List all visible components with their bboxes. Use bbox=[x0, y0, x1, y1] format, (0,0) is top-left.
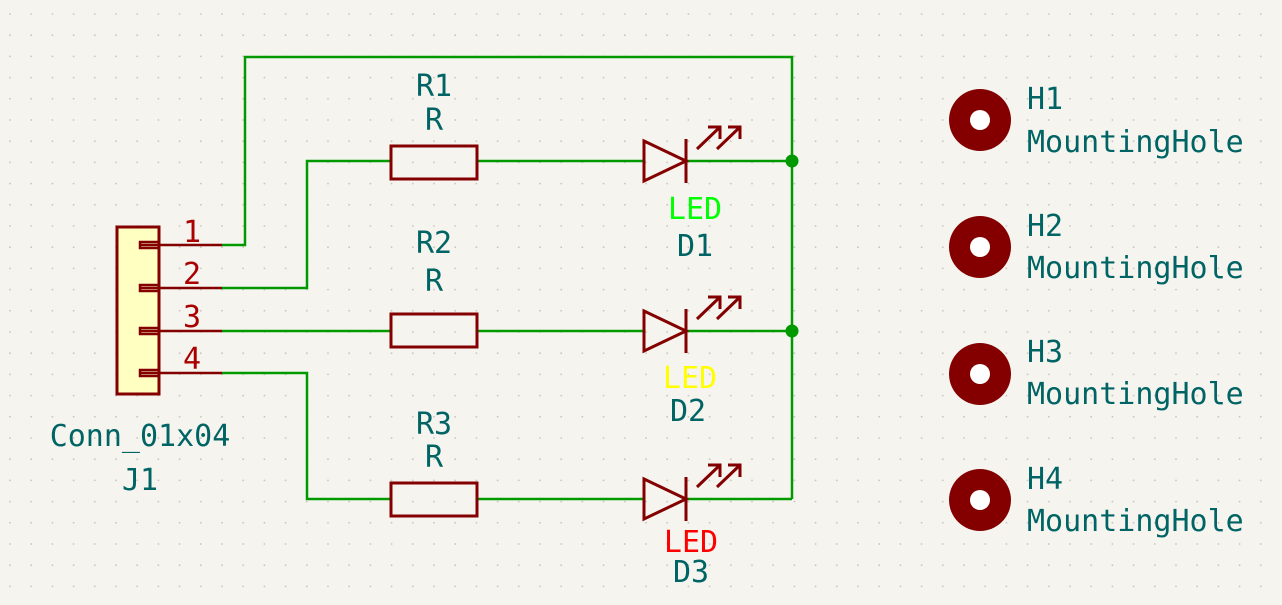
led-value: LED bbox=[664, 525, 718, 560]
resistor-body bbox=[389, 312, 479, 349]
resistor-value: R bbox=[425, 264, 444, 299]
hole-value: MountingHole bbox=[1027, 377, 1244, 412]
mounting-hole-h3[interactable]: H3 MountingHole bbox=[949, 335, 1244, 412]
led-ref: D1 bbox=[677, 229, 713, 264]
junction-dot[interactable] bbox=[785, 154, 799, 168]
connector-ref: J1 bbox=[122, 463, 158, 498]
resistor-ref: R2 bbox=[416, 226, 452, 261]
led-symbol bbox=[642, 463, 742, 522]
connector-body bbox=[115, 225, 161, 396]
hole-center bbox=[970, 364, 990, 384]
resistor-r3[interactable]: R3 R bbox=[389, 407, 479, 518]
hole-value: MountingHole bbox=[1027, 125, 1244, 160]
connector-j1[interactable]: 1 2 3 4 Conn_01x04 J1 bbox=[50, 215, 231, 498]
hole-ref: H1 bbox=[1027, 82, 1063, 117]
led-ref: D2 bbox=[670, 394, 706, 429]
resistor-value: R bbox=[425, 440, 444, 475]
resistor-r1[interactable]: R1 R bbox=[389, 69, 479, 181]
resistor-body bbox=[389, 144, 479, 181]
connector-value: Conn_01x04 bbox=[50, 419, 231, 454]
resistor-ref: R1 bbox=[416, 69, 452, 104]
led-d2[interactable]: LED D2 bbox=[642, 295, 742, 429]
mounting-hole-h1[interactable]: H1 MountingHole bbox=[949, 82, 1244, 160]
hole-ref: H2 bbox=[1027, 209, 1063, 244]
hole-center bbox=[970, 110, 990, 130]
pin-number-1: 1 bbox=[183, 215, 201, 250]
led-symbol bbox=[642, 295, 742, 354]
wire-pin1-rail[interactable] bbox=[222, 55, 794, 499]
led-d3[interactable]: LED D3 bbox=[642, 463, 742, 590]
led-value: LED bbox=[668, 192, 722, 227]
pin-number-2: 2 bbox=[183, 257, 201, 292]
hole-value: MountingHole bbox=[1027, 504, 1244, 539]
mounting-hole-h4[interactable]: H4 MountingHole bbox=[949, 462, 1244, 539]
connector-pins bbox=[138, 240, 222, 378]
pin-number-3: 3 bbox=[183, 300, 201, 335]
wire-pin4-r3[interactable] bbox=[222, 371, 391, 501]
junction-dot[interactable] bbox=[785, 324, 799, 338]
hole-center bbox=[970, 490, 990, 510]
wires bbox=[222, 55, 794, 501]
resistor-r2[interactable]: R2 R bbox=[389, 226, 479, 349]
wire-pin2-r1[interactable] bbox=[222, 159, 391, 290]
pin-number-4: 4 bbox=[183, 342, 201, 377]
mounting-hole-h2[interactable]: H2 MountingHole bbox=[949, 209, 1244, 286]
hole-ref: H4 bbox=[1027, 462, 1063, 497]
resistor-body bbox=[389, 481, 479, 518]
hole-value: MountingHole bbox=[1027, 251, 1244, 286]
led-d1[interactable]: LED D1 bbox=[642, 125, 742, 264]
led-symbol bbox=[642, 125, 742, 184]
led-value: LED bbox=[663, 361, 717, 396]
led-ref: D3 bbox=[673, 555, 709, 590]
junctions bbox=[785, 154, 799, 338]
resistor-ref: R3 bbox=[416, 407, 452, 442]
resistor-value: R bbox=[425, 103, 444, 138]
hole-ref: H3 bbox=[1027, 335, 1063, 370]
hole-center bbox=[970, 237, 990, 257]
